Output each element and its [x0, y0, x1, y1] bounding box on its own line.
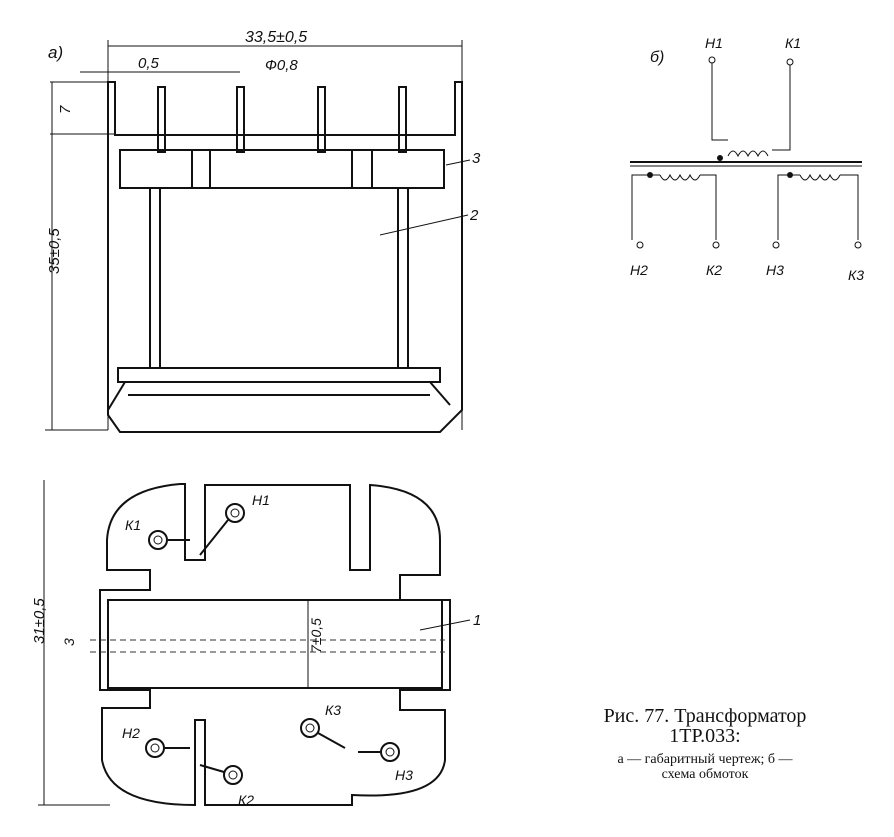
pin-diameter-dim: Ф0,8 [265, 57, 298, 74]
callout-1: 1 [473, 612, 481, 629]
part-a-label: а) [48, 43, 63, 62]
callout-2: 2 [469, 207, 479, 224]
schematic-k3: К3 [848, 267, 864, 283]
pin-h3: Н3 [395, 767, 413, 783]
height-dim: 35±0,5 [46, 228, 63, 274]
part-b-label: б) [650, 49, 664, 66]
schematic-k2: К2 [706, 262, 722, 278]
pin-k3: К3 [325, 702, 341, 718]
slot-dim: 3 [61, 638, 77, 646]
schematic-h1: Н1 [705, 35, 723, 51]
schematic-h3: Н3 [766, 262, 784, 278]
pin-h2: Н2 [122, 725, 140, 741]
core-dim: 7±0,5 [308, 618, 324, 653]
caption-description-1: а — габаритный чертеж; б — [617, 752, 793, 767]
pin-k2: К2 [238, 792, 254, 808]
top-view: 31±0,5 3 7±0,5 1 К1 Н1 Н2 К2 К3 Н3 [31, 480, 481, 808]
winding-schematic: б) Н1 К1 Н2 К2 Н3 К3 [630, 35, 864, 283]
callout-3: 3 [472, 150, 481, 167]
figure-caption: Рис. 77. Трансформатор 1ТР.033: а — габа… [530, 706, 880, 782]
depth-dim: 31±0,5 [31, 598, 48, 644]
pin-height-dim: 7 [57, 105, 74, 114]
pin-k1: К1 [125, 517, 141, 533]
pin-h1: Н1 [252, 492, 270, 508]
side-view: а) 33,5±0,5 0,5 Ф0,8 7 35±0,5 3 [45, 29, 481, 433]
schematic-h2: Н2 [630, 262, 648, 278]
schematic-k1: К1 [785, 35, 801, 51]
caption-description-2: схема обмоток [661, 767, 749, 782]
pin-offset-dim: 0,5 [138, 55, 160, 72]
caption-model: 1ТР.033: [669, 725, 741, 747]
width-dim: 33,5±0,5 [245, 29, 307, 46]
caption-title: Рис. 77. Трансформатор [603, 705, 807, 727]
